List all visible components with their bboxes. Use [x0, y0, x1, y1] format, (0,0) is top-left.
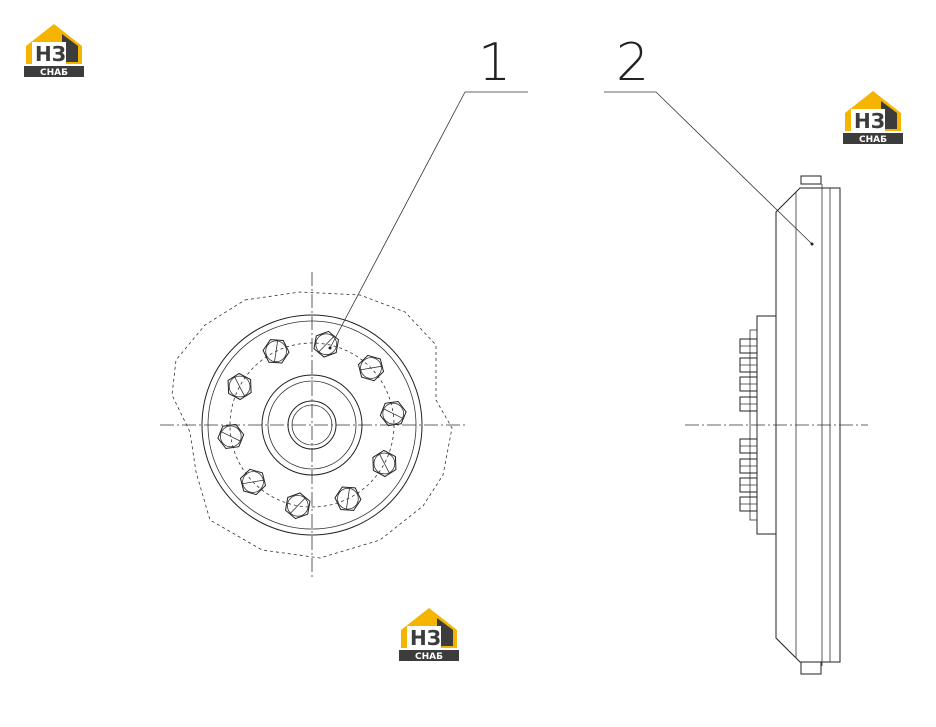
- logo-title: НЗ: [410, 626, 441, 650]
- logo-title: НЗ: [35, 42, 66, 66]
- hub-inner: [267, 380, 357, 470]
- outer-ring: [201, 314, 423, 536]
- bolt-head: [372, 449, 397, 478]
- bolt-head: [313, 330, 340, 358]
- logo-subtitle: СНАБ: [415, 652, 443, 662]
- disk-body: [775, 187, 841, 663]
- logo-title: НЗ: [854, 109, 885, 133]
- logo-subtitle: СНАБ: [859, 135, 887, 145]
- bolt-head: [262, 339, 290, 364]
- side-view: [685, 175, 868, 675]
- brand-logo: НЗ СНАБ: [397, 604, 461, 662]
- bolt-head: [227, 372, 252, 401]
- bottom-stub: [800, 661, 822, 675]
- brand-logo: НЗ СНАБ: [841, 87, 905, 145]
- leader-line-2: [604, 91, 814, 246]
- callout-label-1: 1: [478, 33, 511, 93]
- callout-label-2: 2: [616, 33, 649, 93]
- logo-subtitle: СНАБ: [40, 68, 68, 78]
- leader-line-1: [328, 91, 528, 350]
- brand-logo: НЗ СНАБ: [22, 20, 86, 78]
- bolt-head: [357, 354, 385, 382]
- flange-outline: [171, 291, 453, 559]
- bolt-head: [334, 486, 362, 511]
- top-stub: [800, 175, 822, 185]
- bolt-head: [379, 400, 407, 427]
- bolt-head: [217, 423, 245, 450]
- front-view: [160, 272, 465, 578]
- bolt-head: [239, 468, 267, 496]
- bolt-head: [284, 492, 311, 520]
